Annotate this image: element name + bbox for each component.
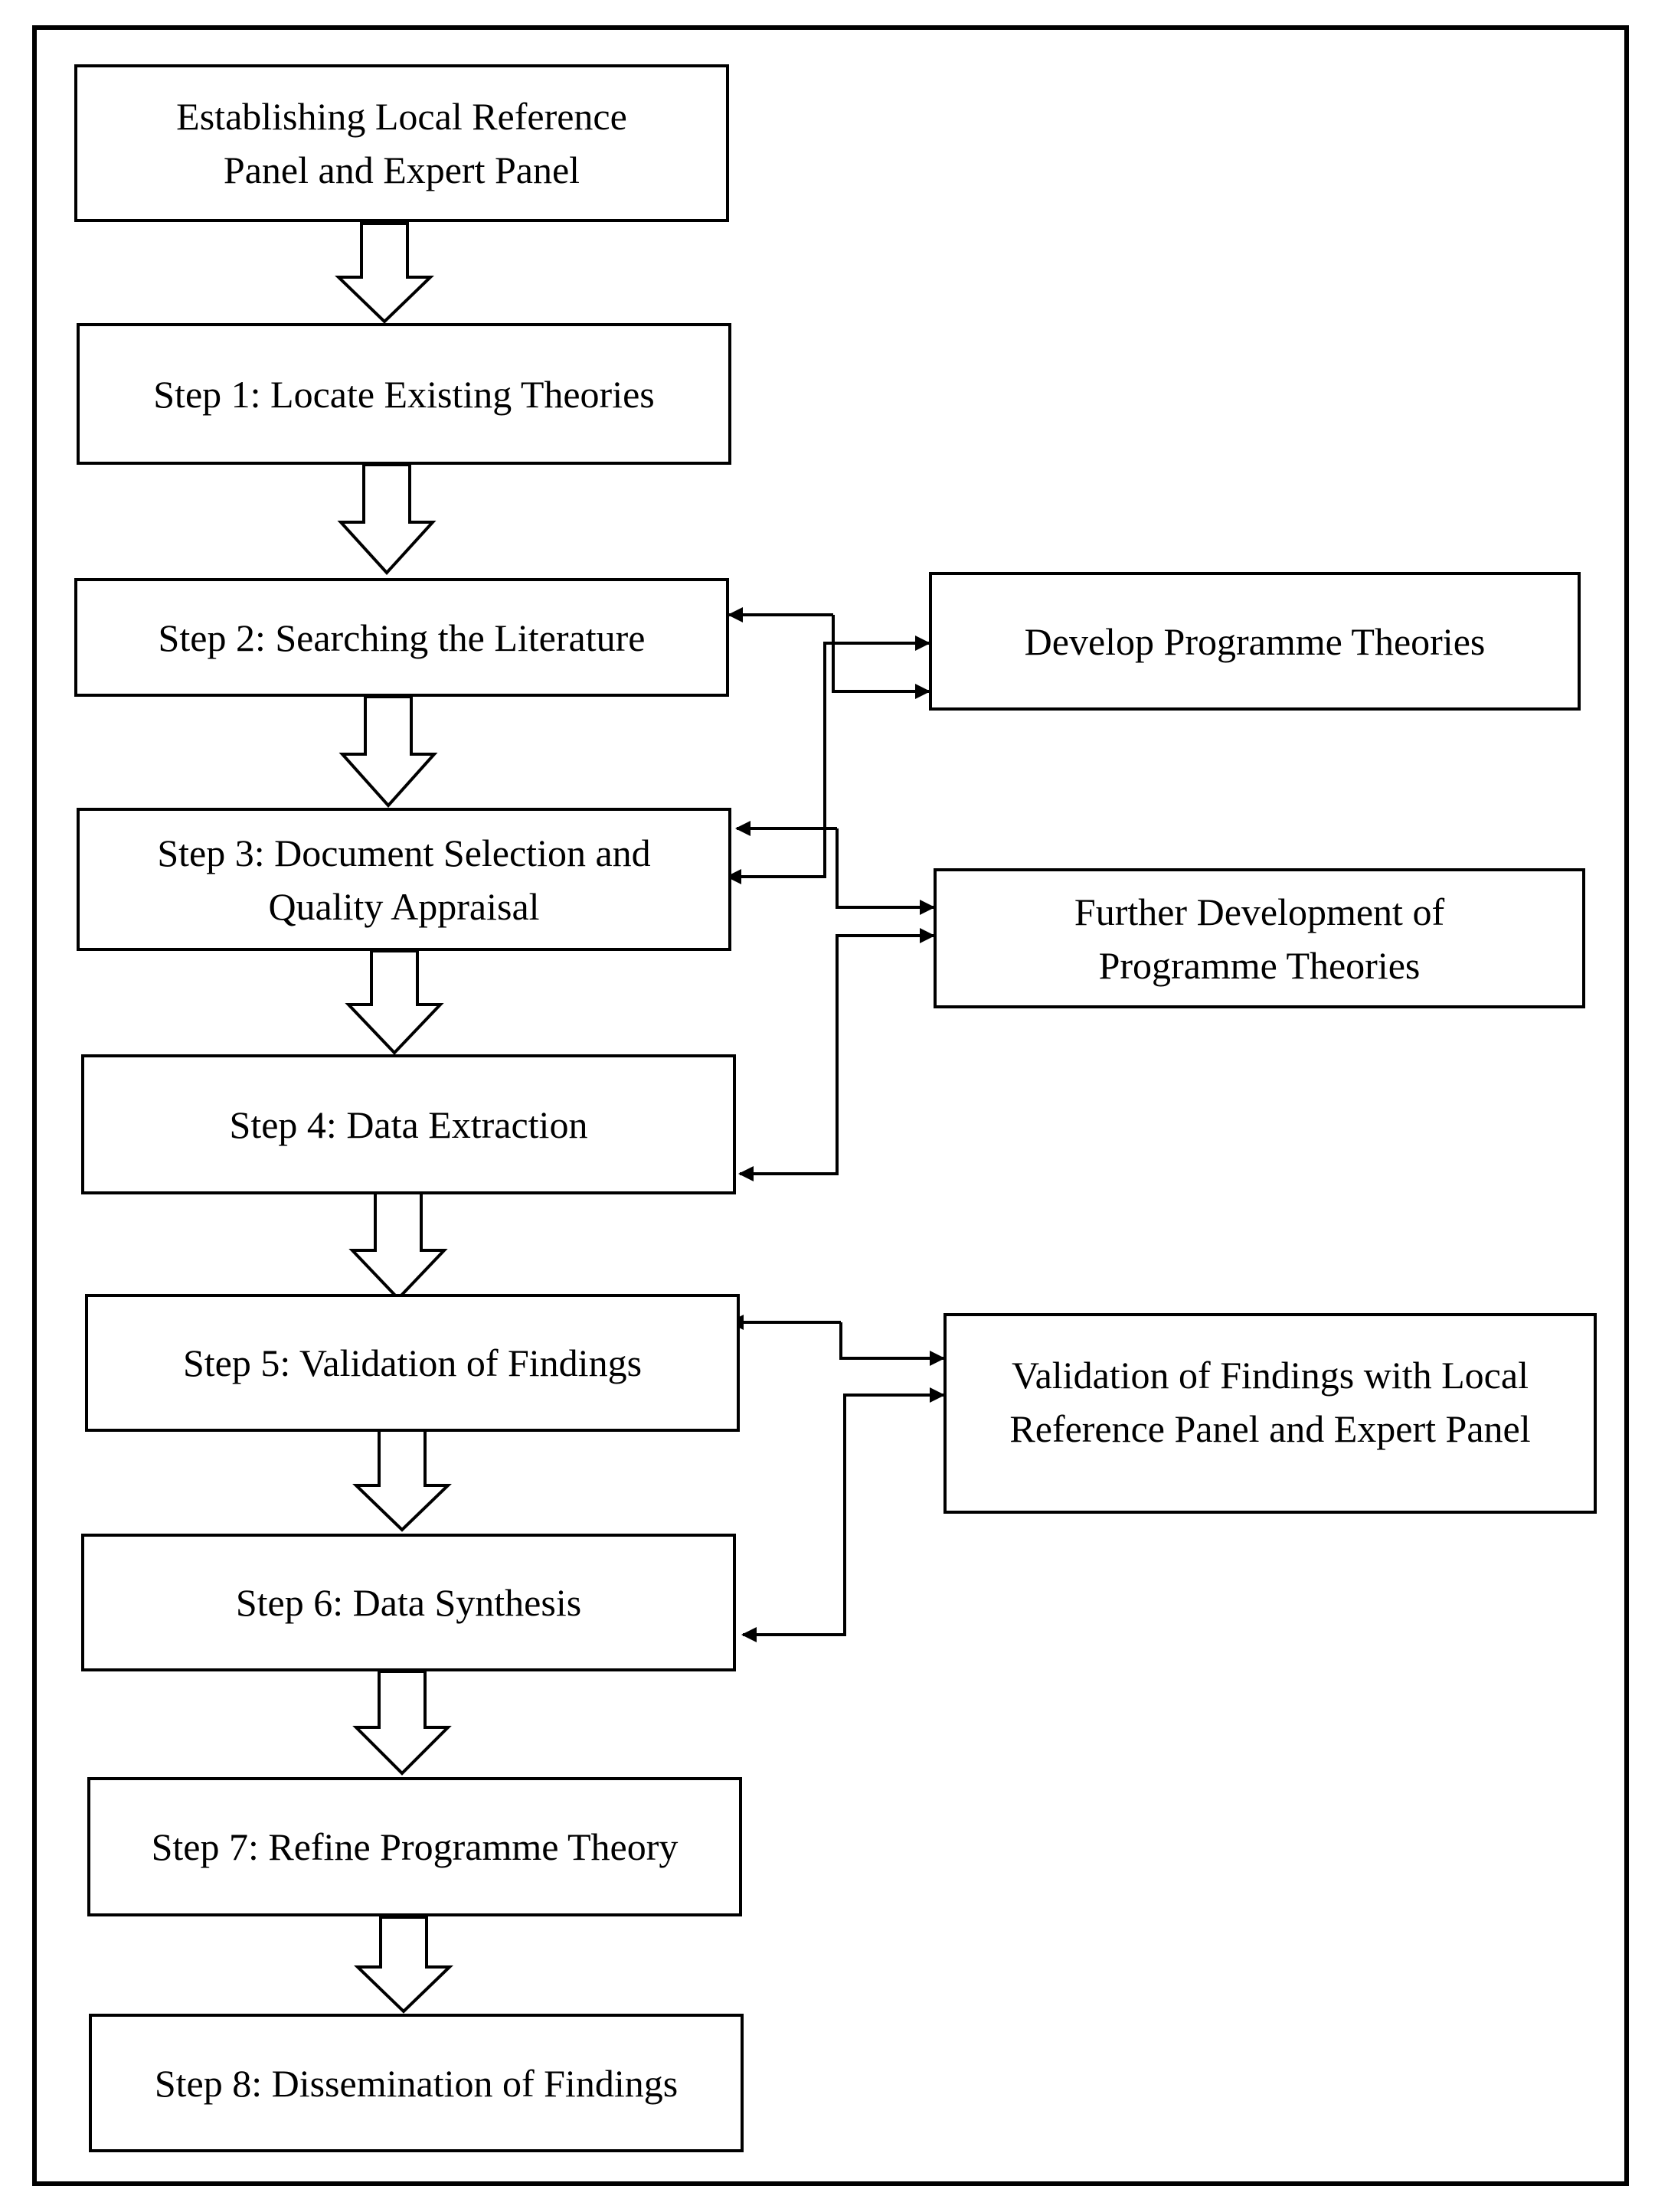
develop-programme-theories-box: Develop Programme Theories — [929, 572, 1581, 711]
block-arrow-establish-to-step1 — [335, 222, 434, 324]
step2-box: Step 2: Searching the Literature — [74, 578, 729, 697]
connector-validation-step6 — [741, 1394, 943, 1642]
establish-panels-box: Establishing Local Reference Panel and E… — [74, 64, 729, 222]
connector-step2-develop-a — [832, 615, 930, 699]
step3-label: Step 3: Document Selection and Quality A… — [157, 831, 651, 928]
step8-label: Step 8: Dissemination of Findings — [154, 2061, 679, 2105]
connector-develop-step3 — [726, 642, 929, 884]
connector-step3-further — [836, 828, 935, 915]
step4-label: Step 4: Data Extraction — [229, 1103, 588, 1146]
step7-label: Step 7: Refine Programme Theory — [151, 1825, 679, 1868]
establish-panels-label: Establishing Local Reference Panel and E… — [176, 95, 627, 191]
block-arrow-step2-to-step3 — [338, 695, 438, 808]
step1-label: Step 1: Locate Existing Theories — [153, 372, 655, 416]
step5-label: Step 5: Validation of Findings — [182, 1341, 643, 1384]
validation-with-panels-label: Validation of Findings with Local Refere… — [1009, 1354, 1531, 1450]
step5-box: Step 5: Validation of Findings — [85, 1294, 740, 1432]
step3-box: Step 3: Document Selection and Quality A… — [77, 808, 731, 951]
block-arrow-step3-to-step4 — [345, 949, 444, 1055]
block-arrow-step1-to-step2 — [337, 463, 437, 575]
connector-step5-validation — [839, 1322, 945, 1366]
step4-box: Step 4: Data Extraction — [81, 1054, 736, 1194]
outer-frame — [32, 25, 1629, 2186]
step2-label: Step 2: Searching the Literature — [158, 616, 646, 659]
develop-programme-theories-label: Develop Programme Theories — [1024, 619, 1486, 663]
further-development-box: Further Development of Programme Theorie… — [934, 868, 1585, 1008]
block-arrow-step5-to-step6 — [352, 1428, 452, 1532]
step8-box: Step 8: Dissemination of Findings — [89, 2014, 744, 2152]
further-development-label: Further Development of Programme Theorie… — [1074, 890, 1445, 987]
step6-box: Step 6: Data Synthesis — [81, 1534, 736, 1671]
block-arrow-step7-to-step8 — [354, 1916, 453, 2014]
connector-further-step4 — [738, 934, 934, 1181]
block-arrow-step4-to-step5 — [348, 1191, 448, 1301]
step7-box: Step 7: Refine Programme Theory — [87, 1777, 742, 1916]
block-arrow-step6-to-step7 — [352, 1670, 452, 1776]
validation-with-panels-box: Validation of Findings with Local Refere… — [943, 1313, 1597, 1514]
step6-label: Step 6: Data Synthesis — [235, 1581, 582, 1624]
step1-box: Step 1: Locate Existing Theories — [77, 323, 731, 465]
